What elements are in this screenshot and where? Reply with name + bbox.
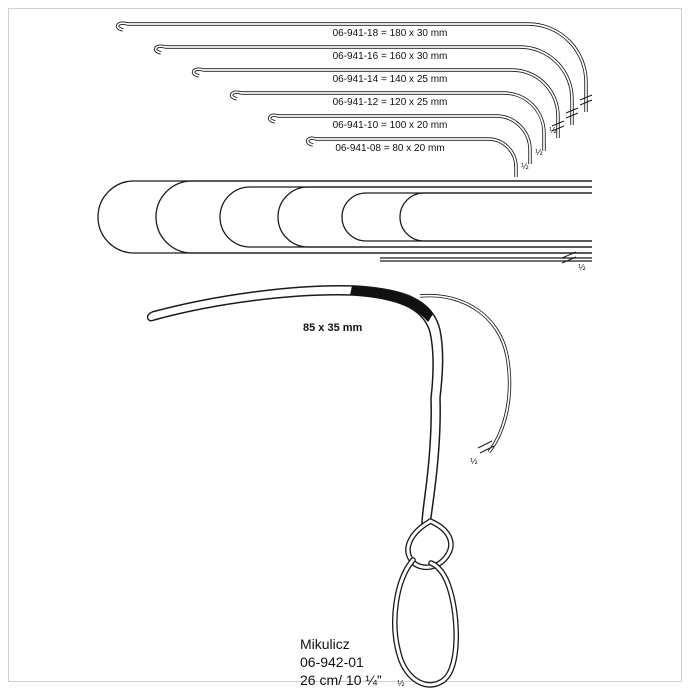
break-mark [477,440,495,454]
shaft-line [421,397,432,525]
retractor-outline-inner [192,68,559,138]
retractor-outline-inner [306,137,517,177]
blade-edge-lines [380,257,592,262]
retractor-outline-inner [268,114,531,164]
blade-top-edge [151,285,444,399]
product-caption: Mikulicz 06-942-01 26 cm/ 10 ¼” ½ [300,636,405,688]
product-name: Mikulicz [300,636,350,652]
blade-bottom-edge [153,294,434,399]
top-retractor-set [115,21,588,177]
retractor-14 [191,67,560,138]
retractor-outline-inner [116,22,587,112]
retractor-label-12: 06-941-12 = 120 x 25 mm [333,97,448,108]
retractor-10 [267,113,532,164]
blade-tip [146,311,155,322]
retractor-label-16: 06-941-16 = 160 x 30 mm [333,51,448,62]
blade-size-label: 85 x 35 mm [303,322,363,334]
product-code: 06-942-01 [300,654,364,670]
product-size: 26 cm/ 10 ¼” [300,672,382,688]
scale-fraction: ½ [549,126,557,135]
page-border [8,8,682,682]
handle-loop [392,518,459,688]
blade-outline [155,180,592,254]
retractor-outline-inner [154,45,573,125]
blade-shading [350,286,433,322]
break-mark [565,107,579,119]
break-mark [561,251,577,264]
side-curve-inner [419,294,511,453]
scale-fraction: ½ [397,679,405,688]
retractor-outline-inner [230,91,545,151]
blade-outline [97,180,592,254]
retractor-18 [115,21,588,112]
blade-top-view-set [97,180,592,264]
break-marks-top [551,94,593,132]
blade-outline [277,186,592,248]
scale-fraction: ½ [521,162,529,171]
break-mark [551,120,565,132]
blade-outline [399,192,592,242]
scale-fraction: ½ [535,148,543,157]
retractor-12 [229,90,546,151]
retractor-16 [153,44,574,125]
retractor-label-10: 06-941-10 = 100 x 20 mm [333,120,448,131]
shaft-line [429,397,441,525]
retractor-label-08: 06-941-08 = 80 x 20 mm [335,143,444,154]
handle-lower-loop-inner [393,558,458,687]
top-retractor-labels: 06-941-18 = 180 x 30 mm 06-941-16 = 160 … [333,28,448,154]
retractor-label-14: 06-941-14 = 140 x 25 mm [333,74,448,85]
retractor-08 [305,136,518,177]
scale-fraction: ½ [470,457,478,466]
break-mark [579,94,593,106]
scale-fraction: ½ [578,263,586,272]
blade-outline [341,192,592,242]
retractor-label-18: 06-941-18 = 180 x 30 mm [333,28,448,39]
blade-outline [219,186,592,248]
handle-upper-loop-inner [406,519,453,569]
mikulicz-retractor [146,285,512,688]
